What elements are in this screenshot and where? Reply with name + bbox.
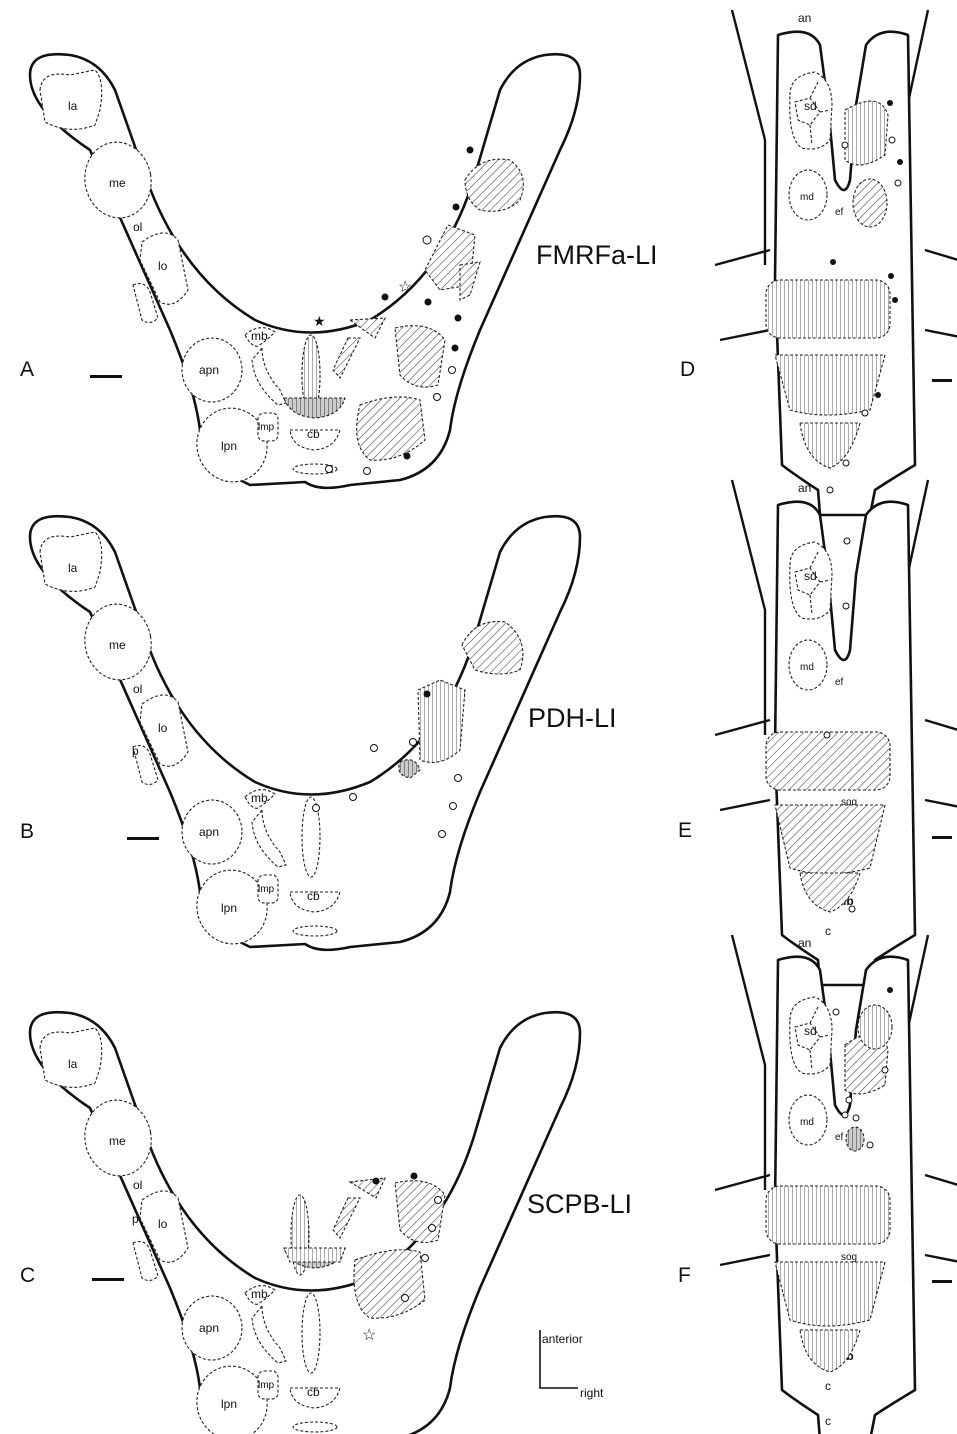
panel-letter-f: F: [678, 1264, 691, 1287]
svg-text:☆: ☆: [398, 279, 412, 296]
panel-c-brain: ☆ p C SCPB-LI anterior right: [20, 1012, 632, 1434]
panel-letter-d: D: [680, 358, 695, 381]
label-p-b: p: [132, 744, 139, 758]
label-connective-f: c: [825, 1414, 831, 1428]
panel-letter-c: C: [20, 1264, 35, 1287]
svg-text:☆: ☆: [362, 1327, 376, 1344]
panel-a-brain: ☆ ★ A FMRFa-LI: [20, 54, 658, 490]
panel-b-brain: p B PDH-LI: [20, 516, 617, 952]
orientation-anterior: anterior: [542, 1332, 583, 1346]
label-p-c: p: [132, 1212, 139, 1226]
panel-e-ganglion: E c: [678, 480, 957, 985]
svg-text:★: ★: [313, 313, 326, 329]
panel-letter-a: A: [20, 358, 34, 381]
panel-letter-b: B: [20, 820, 34, 843]
panel-f-ganglion: F c c: [678, 935, 957, 1434]
orientation-right: right: [580, 1386, 604, 1400]
stain-label-fmrfa: FMRFa-LI: [536, 240, 658, 270]
stain-label-pdh: PDH-LI: [528, 703, 617, 733]
panel-d-ganglion: D: [680, 10, 957, 515]
label-connective-d: c: [825, 924, 831, 938]
panel-letter-e: E: [678, 819, 692, 842]
stain-label-scpb: SCPB-LI: [527, 1189, 632, 1219]
label-connective-e: c: [825, 1379, 831, 1393]
